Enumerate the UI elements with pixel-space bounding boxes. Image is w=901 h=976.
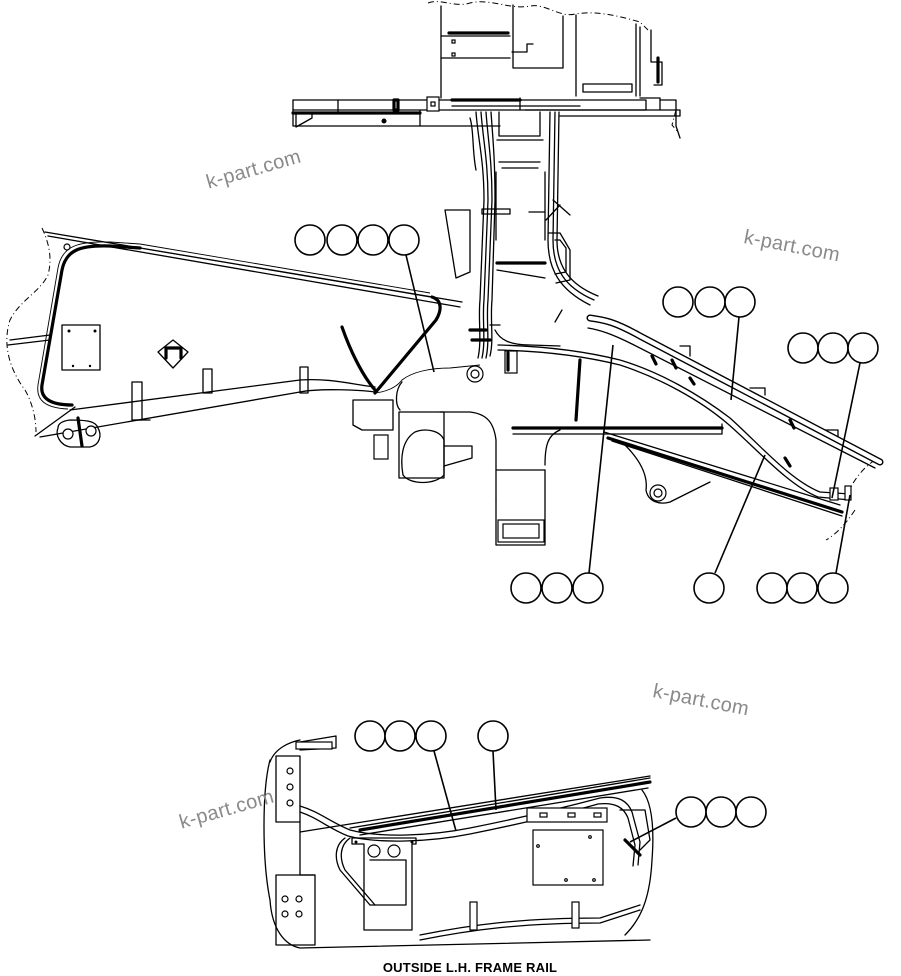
callout-balloon [572,572,604,604]
callout-balloon [847,332,879,364]
leader-line [730,316,740,401]
callout-balloon [510,572,542,604]
callout-balloon [541,572,573,604]
callout-balloon [384,720,416,752]
callout-group-lower-right [629,796,767,843]
callout-balloon [693,572,725,604]
callout-group-upper-right-b [787,332,879,499]
leader-line [433,750,457,832]
central-column [444,111,571,284]
left-frame-arm [6,227,463,448]
callout-balloon [705,796,737,828]
callout-group-upper-right-a [662,286,756,401]
callout-balloon [662,286,694,318]
upper-view [6,1,884,604]
leader-line [714,454,766,574]
view-caption: OUTSIDE L.H. FRAME RAIL [382,960,558,975]
callout-balloon [388,224,420,256]
callout-group-mid-single [693,454,766,604]
callout-balloon [354,720,386,752]
callout-balloon [326,224,358,256]
leader-line [629,817,677,843]
callout-balloon [694,286,726,318]
vertical-harness-bundle [468,111,599,374]
platform-deck [291,96,681,139]
callout-balloon [675,796,707,828]
pump-assembly [352,399,561,546]
callout-balloon [817,572,849,604]
leader-line [835,494,851,574]
callout-balloon [415,720,447,752]
callout-group-mid-right [756,494,851,604]
callout-group-upper-left [294,224,435,373]
callout-balloon [294,224,326,256]
callout-balloon [787,332,819,364]
leader-line [588,344,614,574]
leader-line [405,254,435,373]
callout-group-lower-left [354,720,457,832]
leader-line [492,750,497,811]
callout-balloon [357,224,389,256]
callout-balloon [817,332,849,364]
callout-balloon [735,796,767,828]
callout-group-lower-single [477,720,509,811]
callout-group-mid-left [510,344,614,604]
cab-structure [427,1,663,99]
callout-balloon [756,572,788,604]
callout-balloon [786,572,818,604]
right-harness-bundle [497,314,884,501]
lower-view-frame-rail [263,720,767,949]
leader-line [831,362,861,499]
left-harness-loop [37,241,484,411]
callout-balloon [724,286,756,318]
right-frame-arm [511,345,876,541]
callout-balloon [477,720,509,752]
